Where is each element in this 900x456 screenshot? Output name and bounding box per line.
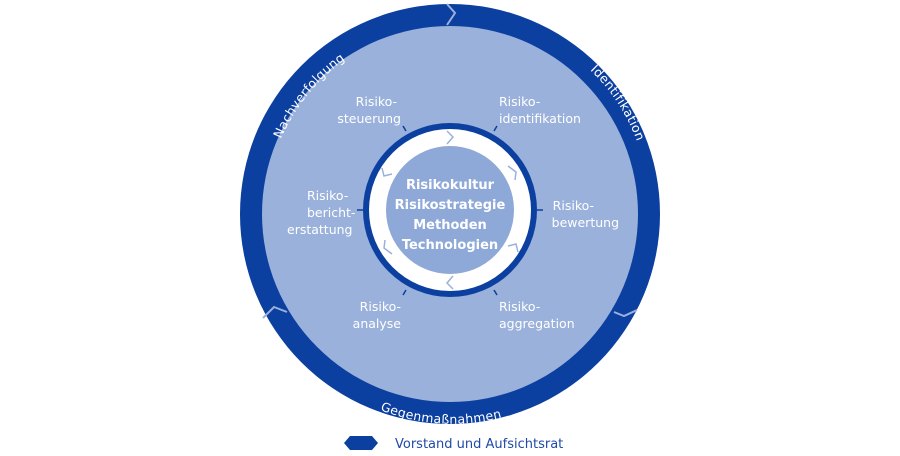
legend-label: Vorstand und Aufsichtsrat: [395, 437, 563, 452]
step-risikoidentifikation: Risiko- identifikation: [499, 94, 581, 126]
step-risikobewertung: Risiko- bewertung: [552, 198, 619, 230]
step-risikoberichterstattung: Risiko- bericht- erstattung: [287, 188, 355, 237]
svg-text:Risiko-: Risiko-: [356, 94, 397, 109]
center-text-1: Risikokultur: [406, 178, 495, 193]
chevron-icon: [446, 3, 457, 26]
svg-text:erstattung: erstattung: [287, 222, 353, 237]
center-circle: [386, 146, 514, 274]
svg-text:analyse: analyse: [353, 316, 402, 331]
svg-text:identifikation: identifikation: [499, 111, 581, 126]
center-text-3: Methoden: [413, 218, 487, 233]
step-risikoaggregation: Risiko- aggregation: [499, 299, 575, 331]
svg-text:Risiko-: Risiko-: [499, 94, 540, 109]
svg-text:bericht-: bericht-: [307, 205, 355, 220]
center-text-2: Risikostrategie: [395, 198, 506, 213]
svg-text:aggregation: aggregation: [499, 316, 575, 331]
svg-text:bewertung: bewertung: [552, 215, 619, 230]
center-text-4: Technologien: [402, 238, 498, 253]
svg-text:steuerung: steuerung: [337, 111, 401, 126]
svg-text:Risiko-: Risiko-: [553, 198, 594, 213]
svg-text:Risiko-: Risiko-: [307, 188, 348, 203]
legend-hexagon-icon: [344, 436, 378, 450]
svg-text:Risiko-: Risiko-: [360, 299, 401, 314]
step-risikoanalyse: Risiko- analyse: [353, 299, 402, 331]
svg-text:Risiko-: Risiko-: [499, 299, 540, 314]
chevron-icon: [262, 305, 288, 319]
step-risikosteuerung: Risiko- steuerung: [337, 94, 401, 126]
chevron-icon: [613, 309, 638, 318]
